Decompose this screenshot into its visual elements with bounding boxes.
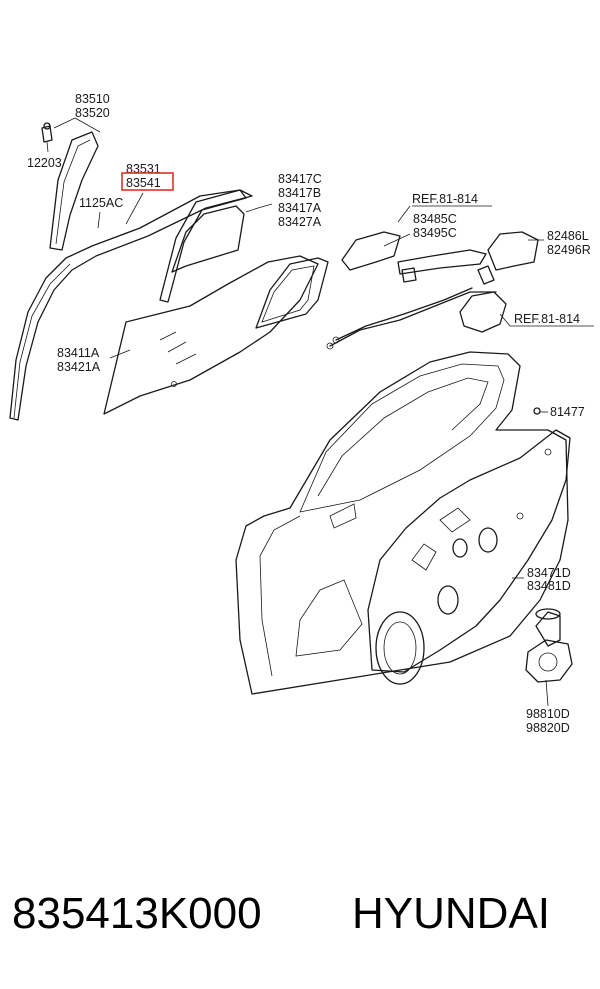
label-81477: 81477 — [550, 405, 585, 419]
label-83531: 83531 — [126, 162, 161, 176]
quarter-glass — [255, 257, 329, 329]
window-regulator — [367, 429, 571, 685]
leader-lines — [46, 117, 594, 707]
label-83417c: 83417C — [278, 172, 322, 186]
highlight-box — [121, 172, 174, 191]
regulator-motor — [525, 608, 573, 683]
label-83485c: 83485C — [413, 212, 457, 226]
label-1125ac: 1125AC — [79, 196, 123, 210]
window-channel-front — [159, 189, 247, 303]
label-ref-81-814-bottom: REF.81-814 — [514, 312, 580, 326]
outside-handle-83485c — [341, 231, 487, 283]
label-83481d: 83481D — [527, 579, 571, 593]
label-83495c: 83495C — [413, 226, 457, 240]
latch-cable-assembly — [326, 287, 507, 350]
caption: 835413K000 HYUNDAI — [12, 889, 550, 938]
window-channel-rear — [49, 131, 99, 251]
label-82496r: 82496R — [547, 243, 591, 257]
label-83471d: 83471D — [527, 566, 571, 580]
label-83421a: 83421A — [57, 360, 101, 374]
outer-belt-molding — [9, 189, 253, 421]
label-83520: 83520 — [75, 106, 110, 120]
latch-82486l — [477, 231, 539, 285]
part-labels: 83510 83520 12203 83531 83541 1125AC 834… — [27, 92, 591, 735]
clip-81477 — [533, 407, 541, 415]
label-12203: 12203 — [27, 156, 62, 170]
label-98810d: 98810D — [526, 707, 570, 721]
bolt-12203 — [41, 122, 53, 143]
label-83417a: 83417A — [278, 201, 322, 215]
door-glass — [103, 255, 319, 415]
door-panel — [235, 351, 569, 695]
label-83541: 83541 — [126, 176, 161, 190]
caption-brand: HYUNDAI — [352, 889, 550, 938]
caption-part-number: 835413K000 — [12, 889, 262, 938]
label-83417b: 83417B — [278, 186, 321, 200]
label-83411a: 83411A — [57, 346, 100, 360]
label-83427a: 83427A — [278, 215, 322, 229]
label-98820d: 98820D — [526, 721, 570, 735]
label-82486l: 82486L — [547, 229, 589, 243]
label-ref-81-814-top: REF.81-814 — [412, 192, 478, 206]
label-83510: 83510 — [75, 92, 110, 106]
